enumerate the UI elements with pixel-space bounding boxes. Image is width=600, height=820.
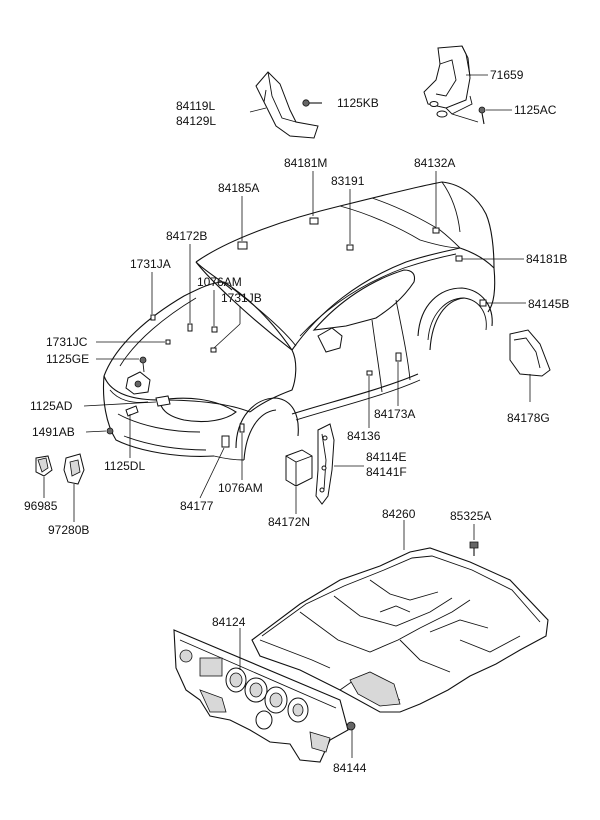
floor-carpet-84260 [251,547,549,713]
label-1125DL: 1125DL [104,459,145,473]
pad-84173A [395,352,402,362]
panel-84178G [509,329,551,377]
pad-84181B [455,255,463,262]
pad-84145B [479,299,487,307]
label-85325A: 85325A [450,509,491,523]
bracket-71659-part [423,45,473,118]
label-84185A: 84185A [218,181,259,195]
label-71659: 71659 [490,68,524,82]
label-84136: 84136 [347,429,381,443]
label-84141F: 84141F [366,465,407,479]
hood-latch-part [125,356,171,417]
label-1076AM-bot: 1076AM [218,481,263,495]
pad-83191 [346,244,354,251]
dash-insulator-84124 [173,629,349,763]
label-84132A: 84132A [414,156,455,170]
pad-1731JC [165,339,171,345]
label-84172N: 84172N [268,515,310,529]
pad-84136 [366,370,373,376]
label-1125AD: 1125AD [30,399,73,413]
label-84172B: 84172B [166,229,207,243]
label-1731JC: 1731JC [46,335,88,349]
pad-1731JA [150,314,156,321]
clip-97280B [63,453,85,485]
pad-84177 [221,435,230,448]
pad-84132A [432,227,440,234]
label-84145B: 84145B [528,297,569,311]
block-84172N [285,449,313,487]
pad-84172B [187,323,193,332]
bolt-1125AC-part [478,106,486,125]
clip-1491AB [106,427,114,435]
label-1125KB: 1125KB [337,96,379,110]
label-84144: 84144 [333,761,367,775]
label-1125AC: 1125AC [514,103,557,117]
label-96985: 96985 [24,499,58,513]
label-84129L: 84129L [176,114,216,128]
label-84177: 84177 [180,499,214,513]
label-1491AB: 1491AB [32,425,75,439]
label-84178G: 84178G [507,411,550,425]
car-body-outline [103,181,496,461]
label-84260: 84260 [382,507,416,521]
pad-1731JB [210,347,217,353]
label-1731JA: 1731JA [130,257,171,271]
bracket-84119L-part [255,71,319,139]
pillar-trim-84114E [315,423,335,505]
label-1076AM-top: 1076AM [197,275,242,289]
label-84124: 84124 [212,615,246,629]
label-84119L: 84119L [176,99,215,113]
label-97280B: 97280B [48,523,89,537]
label-84114E: 84114E [366,450,406,464]
label-1125GE: 1125GE [46,352,89,366]
clip-96985 [35,455,53,477]
label-83191: 83191 [331,174,365,188]
pad-1076AM-bot [239,423,245,433]
pad-84181M [309,217,319,225]
label-1731JB: 1731JB [221,291,262,305]
label-84181B: 84181B [526,252,567,266]
pad-84185A [237,241,248,250]
plug-84144 [346,721,356,731]
bolt-1125KB-part [302,99,322,107]
clip-85325A [469,541,479,556]
label-84181M: 84181M [284,156,327,170]
label-84173A: 84173A [374,407,415,421]
pad-1076AM-top [211,326,218,333]
